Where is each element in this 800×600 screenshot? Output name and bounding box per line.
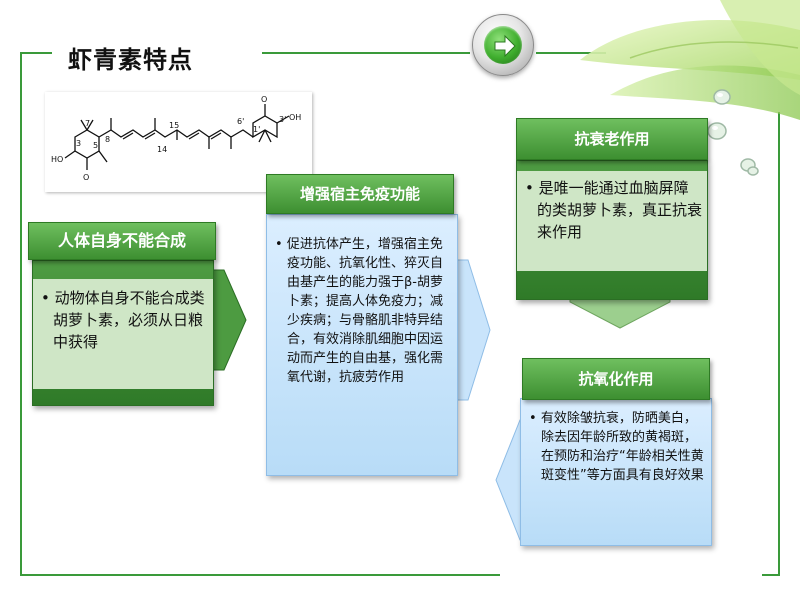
antioxidant-text: 有效除皱抗衰，防晒美白，除去因年龄所致的黄褐斑，在预防和治疗“年龄相关性黄斑变性… <box>540 411 704 483</box>
frame-bottom-right <box>762 574 780 576</box>
panel-antioxidant-heading: 抗氧化作用 <box>522 358 710 400</box>
bullet: • <box>41 289 50 307</box>
mol-label-6p: 6' <box>237 117 244 126</box>
panel-self-synthesis-heading: 人体自身不能合成 <box>28 222 216 260</box>
mol-label-o-left: O <box>83 173 89 182</box>
panel-self-synthesis: • 动物体自身不能合成类胡萝卜素，必须从日粮中获得 <box>32 260 214 406</box>
mol-label-o-right: O <box>261 95 267 104</box>
panel-anti-aging-text-area: • 是唯一能通过血脑屏障的类胡萝卜素，真正抗衰来作用 <box>517 171 707 271</box>
bullet: • <box>525 179 534 197</box>
bullet: • <box>529 411 537 426</box>
mol-label-3: 3 <box>76 139 81 148</box>
frame-bottom-left <box>20 574 500 576</box>
self-synthesis-text: 动物体自身不能合成类胡萝卜素，必须从日粮中获得 <box>53 289 205 351</box>
mol-label-14: 14 <box>157 145 167 154</box>
panel-anti-aging: • 是唯一能通过血脑屏障的类胡萝卜素，真正抗衰来作用 <box>516 160 708 300</box>
molecule-diagram: 7 3 5 8 14 15 6' 1' 3' OH HO O O <box>51 95 301 182</box>
frame-top-right <box>536 52 606 54</box>
next-button[interactable] <box>472 14 534 76</box>
page-title: 虾青素特点 <box>68 45 193 74</box>
frame-left <box>20 52 22 576</box>
bullet: • <box>275 237 283 252</box>
mol-label-5: 5 <box>93 141 98 150</box>
mol-label-7: 7 <box>85 119 90 128</box>
panel-immunity-heading: 增强宿主免疫功能 <box>266 174 454 214</box>
mol-label-1p: 1' <box>253 125 260 134</box>
panel-antioxidant-text-area: • 有效除皱抗衰，防晒美白，除去因年龄所致的黄褐斑，在预防和治疗“年龄相关性黄斑… <box>521 409 711 485</box>
panel-anti-aging-heading: 抗衰老作用 <box>516 118 708 160</box>
frame-right <box>778 112 780 576</box>
frame-top-mid <box>262 52 470 54</box>
mol-label-ho: HO <box>51 155 63 164</box>
panel-immunity: • 促进抗体产生，增强宿主免疫功能、抗氧化性、猝灭自由基产生的能力强于β-胡萝卜… <box>266 214 458 476</box>
panel-self-synthesis-text-area: • 动物体自身不能合成类胡萝卜素，必须从日粮中获得 <box>33 279 213 389</box>
panel-antioxidant: • 有效除皱抗衰，防晒美白，除去因年龄所致的黄褐斑，在预防和治疗“年龄相关性黄斑… <box>520 398 712 546</box>
arrow-immunity-to-antiaging <box>456 259 491 401</box>
mol-label-8: 8 <box>105 135 110 144</box>
leaf-decoration <box>580 0 800 120</box>
water-drop-icon <box>707 89 759 176</box>
mol-label-3p: 3' <box>279 115 286 124</box>
arrow-self-to-immunity <box>212 269 247 371</box>
panel-immunity-text-area: • 促进抗体产生，增强宿主免疫功能、抗氧化性、猝灭自由基产生的能力强于β-胡萝卜… <box>267 235 457 387</box>
frame-top-left <box>20 52 52 54</box>
mol-label-15: 15 <box>169 121 179 130</box>
arrow-right-icon <box>494 34 516 58</box>
arrow-antiaging-down <box>569 292 671 329</box>
immunity-text: 促进抗体产生，增强宿主免疫功能、抗氧化性、猝灭自由基产生的能力强于β-胡萝卜素；… <box>286 237 444 385</box>
anti-aging-text: 是唯一能通过血脑屏障的类胡萝卜素，真正抗衰来作用 <box>537 179 703 241</box>
mol-label-oh: OH <box>289 113 301 122</box>
